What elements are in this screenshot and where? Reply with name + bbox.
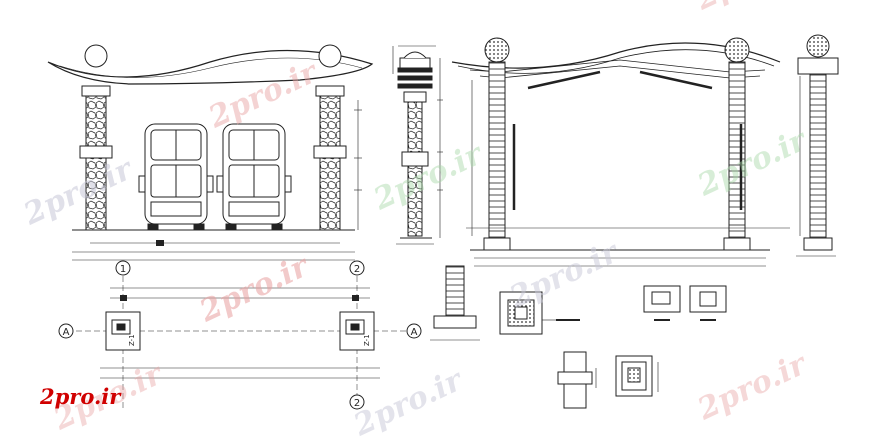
- column-tag-left: Z-1: [128, 334, 136, 346]
- svg-text:A: A: [63, 327, 70, 338]
- watermark: 2pro.ir: [692, 346, 814, 428]
- column-joint-detail: [557, 351, 597, 409]
- svg-text:A: A: [411, 327, 418, 338]
- bus-front-1: [138, 123, 214, 231]
- footing-section-detail: [430, 265, 480, 341]
- side-section: [796, 34, 839, 257]
- bus-front-2: [216, 123, 292, 231]
- grid-marker-a-left: A: [58, 323, 74, 339]
- watermark: 2pro.ir: [368, 136, 490, 218]
- footing-plan-detail: [499, 291, 580, 335]
- svg-text:2: 2: [354, 398, 360, 409]
- front-elevation: [47, 44, 374, 261]
- svg-text:2: 2: [354, 264, 360, 275]
- section-elevation: [451, 37, 790, 267]
- grid-marker-1: 1: [115, 260, 131, 276]
- grid-marker-2-top: 2: [349, 260, 365, 276]
- column-tag-right: Z-1: [363, 334, 371, 346]
- side-column-elevation: [392, 45, 443, 245]
- column-section-details: [643, 285, 727, 321]
- grid-marker-2-bottom: 2: [349, 394, 365, 410]
- watermark: 2pro.ir: [690, 0, 812, 18]
- watermark: 2pro.ir: [692, 122, 814, 204]
- cap-plan-detail: [615, 355, 659, 397]
- grid-marker-a-right: A: [406, 323, 422, 339]
- plan-view: [76, 276, 410, 410]
- site-logo[interactable]: 2pro.ir: [40, 384, 121, 409]
- watermark: 2pro.ir: [194, 248, 316, 330]
- watermark: 2pro.ir: [348, 362, 470, 439]
- svg-text:1: 1: [120, 264, 126, 275]
- watermark: 2pro.ir: [18, 151, 140, 233]
- watermark: 2pro.ir: [504, 234, 626, 316]
